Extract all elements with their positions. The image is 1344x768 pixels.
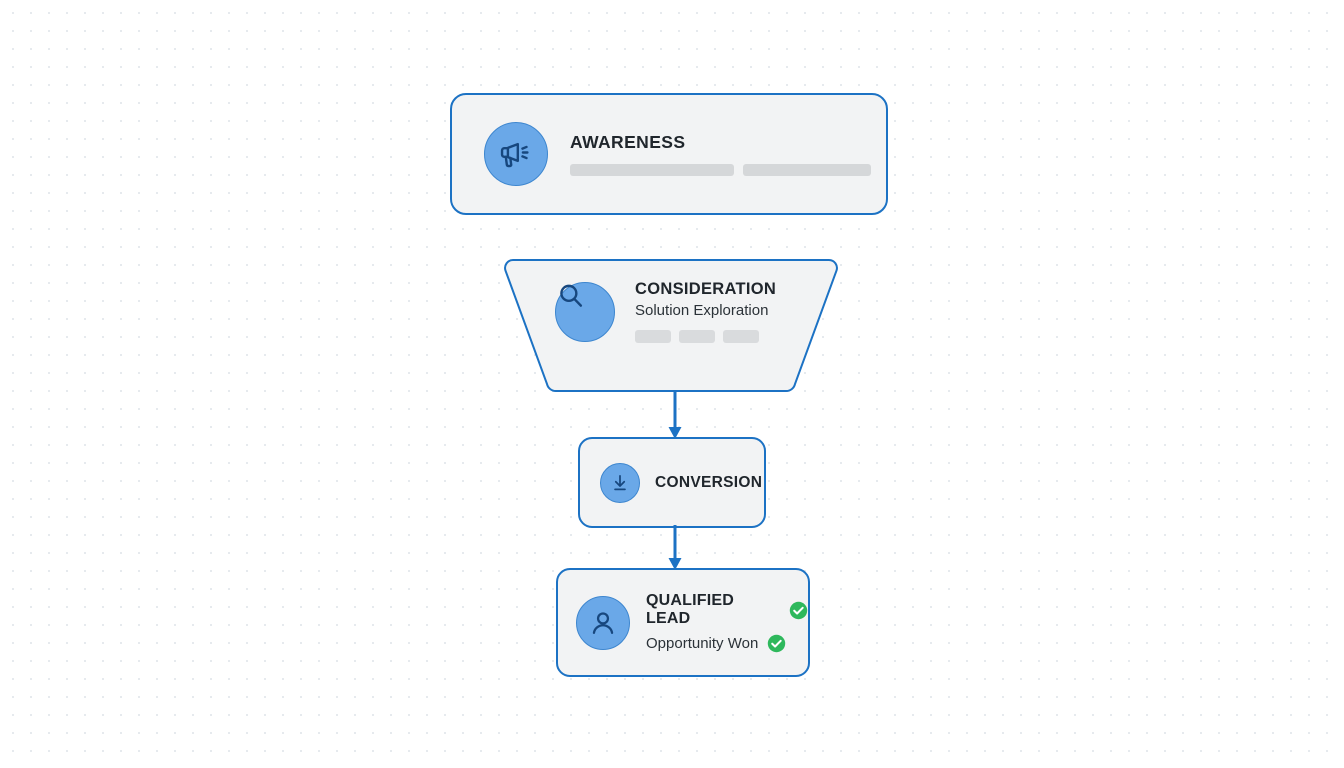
awareness-body: AWARENESS <box>570 132 871 176</box>
placeholder-bar <box>743 164 871 176</box>
node-title: CONVERSION <box>655 473 763 491</box>
node-subtitle: Opportunity Won <box>646 635 759 652</box>
node-title: CONSIDERATION <box>635 280 777 298</box>
node-consideration[interactable]: CONSIDERATION Solution Exploration <box>503 258 839 393</box>
node-title: QUALIFIED LEAD <box>646 592 735 627</box>
placeholder-bars <box>570 164 871 176</box>
qualified-lead-subtitle-row: Opportunity Won <box>646 634 808 653</box>
placeholder-chip <box>635 330 671 343</box>
user-avatar-icon <box>576 595 630 650</box>
node-qualified-lead[interactable]: QUALIFIED LEAD Opportunity Won <box>556 568 810 677</box>
consideration-body: CONSIDERATION Solution Exploration <box>635 280 776 343</box>
qualified-lead-title-row: QUALIFIED LEAD <box>646 592 808 628</box>
megaphone-icon <box>484 122 548 186</box>
node-awareness[interactable]: AWARENESS <box>450 93 888 215</box>
check-circle-icon <box>789 601 808 619</box>
node-title: AWARENESS <box>570 132 686 152</box>
check-circle-icon <box>768 634 786 653</box>
magnifier-icon <box>555 281 615 342</box>
download-arrow-icon <box>600 462 640 503</box>
connector-consideration-to-conversion <box>668 390 682 439</box>
placeholder-chips <box>635 330 776 343</box>
consideration-content: CONSIDERATION Solution Exploration <box>555 280 776 343</box>
qualified-lead-body: QUALIFIED LEAD Opportunity Won <box>646 592 808 653</box>
node-subtitle: Solution Exploration <box>635 302 769 319</box>
node-conversion[interactable]: CONVERSION <box>578 437 766 528</box>
placeholder-chip <box>679 330 715 343</box>
placeholder-chip <box>723 330 759 343</box>
placeholder-bar <box>570 164 734 176</box>
connector-conversion-to-qualified-lead <box>668 525 682 570</box>
